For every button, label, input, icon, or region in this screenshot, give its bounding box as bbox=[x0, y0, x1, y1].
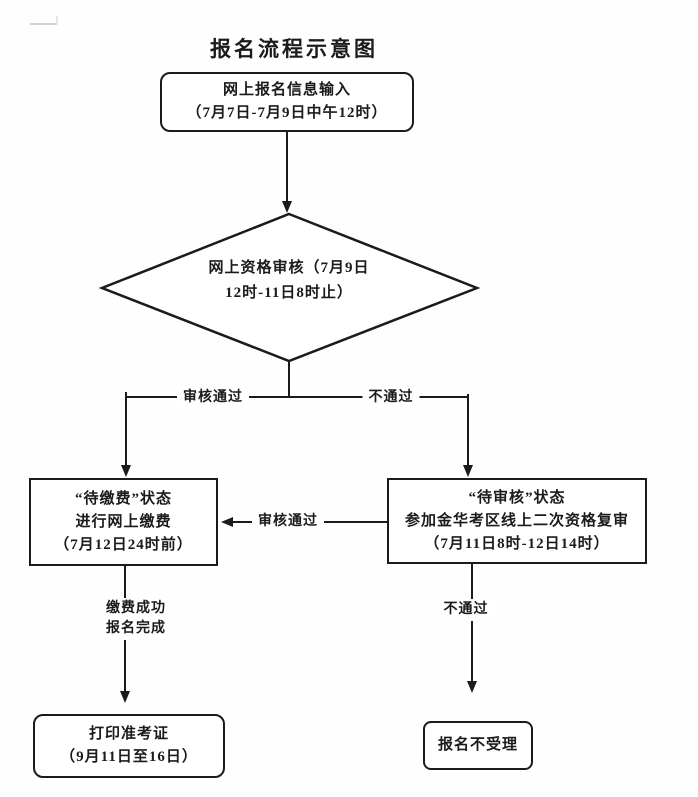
node-payment: “待缴费”状态 进行网上缴费 （7月12日24时前） bbox=[29, 478, 218, 566]
node-review-line2: 12时-11日8时止） bbox=[225, 285, 353, 301]
edge-label-payment-done-line1: 缴费成功 bbox=[106, 601, 166, 616]
edge-label-review-pass: 审核通过 bbox=[177, 387, 249, 409]
node-recheck: “待审核”状态 参加金华考区线上二次资格复审 （7月11日8时-12日14时） bbox=[387, 478, 647, 564]
page-title: 报名流程示意图 bbox=[210, 37, 378, 61]
node-review: 网上资格审核（7月9日 12时-11日8时止） bbox=[150, 256, 428, 306]
node-recheck-line2: 参加金华考区线上二次资格复审 bbox=[404, 512, 629, 529]
node-start-line1: 网上报名信息输入 bbox=[222, 82, 351, 98]
edge-label-recheck-pass: 审核通过 bbox=[252, 511, 324, 533]
review-diamond-shape bbox=[98, 212, 481, 363]
node-print: 打印准考证 （9月11日至16日） bbox=[33, 714, 225, 778]
node-payment-line3: （7月12日24时前） bbox=[54, 536, 193, 553]
arrowhead-into-payment bbox=[121, 465, 131, 477]
node-print-line1: 打印准考证 bbox=[88, 726, 169, 742]
node-payment-line1: “待缴费”状态 bbox=[74, 490, 172, 507]
arrowhead-into-reject bbox=[467, 681, 477, 693]
scan-artifact-tick bbox=[56, 16, 58, 25]
node-recheck-line3: （7月11日8时-12日14时） bbox=[424, 535, 610, 552]
arrowhead-into-print bbox=[120, 691, 130, 703]
scan-artifact-line bbox=[30, 23, 57, 25]
arrowhead-into-recheck bbox=[463, 465, 473, 477]
node-print-line2: （9月11日至16日） bbox=[60, 749, 198, 765]
node-reject: 报名不受理 bbox=[423, 721, 533, 770]
node-start: 网上报名信息输入 （7月7日-7月9日中午12时） bbox=[160, 72, 414, 132]
node-payment-line2: 进行网上缴费 bbox=[75, 513, 172, 530]
node-start-line2: （7月7日-7月9日中午12时） bbox=[186, 105, 388, 121]
arrowhead-into-review bbox=[282, 201, 292, 213]
edge-label-payment-done: 缴费成功 报名完成 bbox=[100, 598, 172, 640]
node-recheck-line1: “待审核”状态 bbox=[468, 489, 566, 506]
edge-label-payment-done-line2: 报名完成 bbox=[106, 621, 166, 636]
node-review-line1: 网上资格审核（7月9日 bbox=[208, 260, 370, 276]
edge-label-recheck-fail: 不通过 bbox=[437, 599, 495, 621]
edge-label-review-fail: 不通过 bbox=[362, 387, 420, 409]
node-reject-line1: 报名不受理 bbox=[437, 737, 518, 753]
arrowhead-into-payment-side bbox=[221, 517, 233, 527]
